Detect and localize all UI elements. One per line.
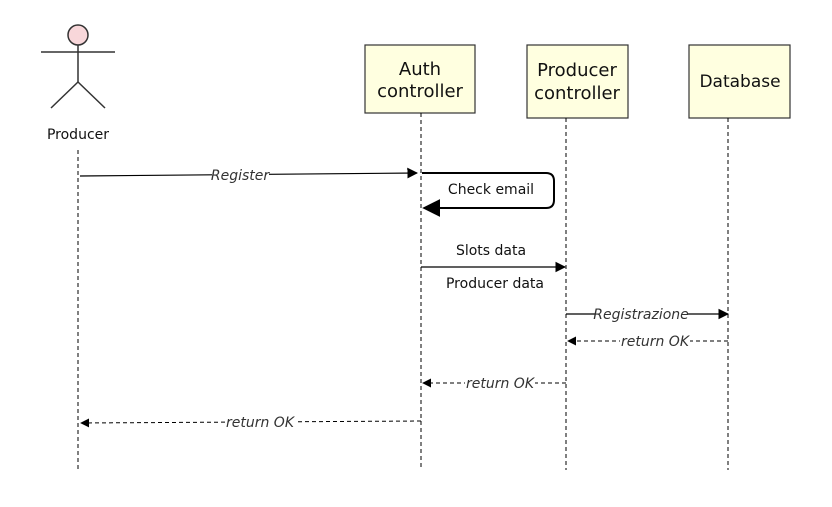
return-ok-producer-controller-label: return OK: [466, 376, 536, 392]
registrazione-label: Registrazione: [593, 307, 689, 323]
producer-controller-label-line1: Producer: [537, 60, 617, 81]
return-ok-auth-message: return OK: [80, 413, 422, 431]
registrazione-message: Registrazione: [566, 305, 730, 323]
actor-right-leg: [77, 81, 106, 109]
producer-data-label: Producer data: [446, 276, 544, 292]
actor-head: [67, 24, 89, 46]
auth-controller-label-line2: controller: [377, 81, 463, 102]
check-email-label: Check email: [448, 182, 534, 198]
register-message: Register: [79, 165, 419, 184]
auth-controller-box: Auth controller: [364, 44, 476, 114]
producer-label: Producer: [47, 127, 109, 143]
check-email-message: Check email: [422, 172, 555, 217]
producer-controller-box: Producer controller: [526, 44, 629, 119]
return-ok-auth-label: return OK: [226, 415, 296, 431]
slots-data-message: Slots data Producer data: [421, 243, 567, 292]
return-ok-producer-controller-message: return OK: [422, 374, 566, 392]
producer-actor: Producer: [41, 24, 115, 143]
register-label: Register: [211, 168, 271, 184]
return-ok-db-message: return OK: [567, 332, 728, 350]
actor-left-leg: [50, 81, 79, 109]
database-box: Database: [688, 44, 791, 119]
auth-controller-label-line1: Auth: [399, 59, 441, 80]
producer-controller-label-line2: controller: [534, 83, 620, 104]
return-ok-db-label: return OK: [621, 334, 691, 350]
slots-data-label: Slots data: [456, 243, 526, 259]
database-label: Database: [699, 72, 780, 92]
